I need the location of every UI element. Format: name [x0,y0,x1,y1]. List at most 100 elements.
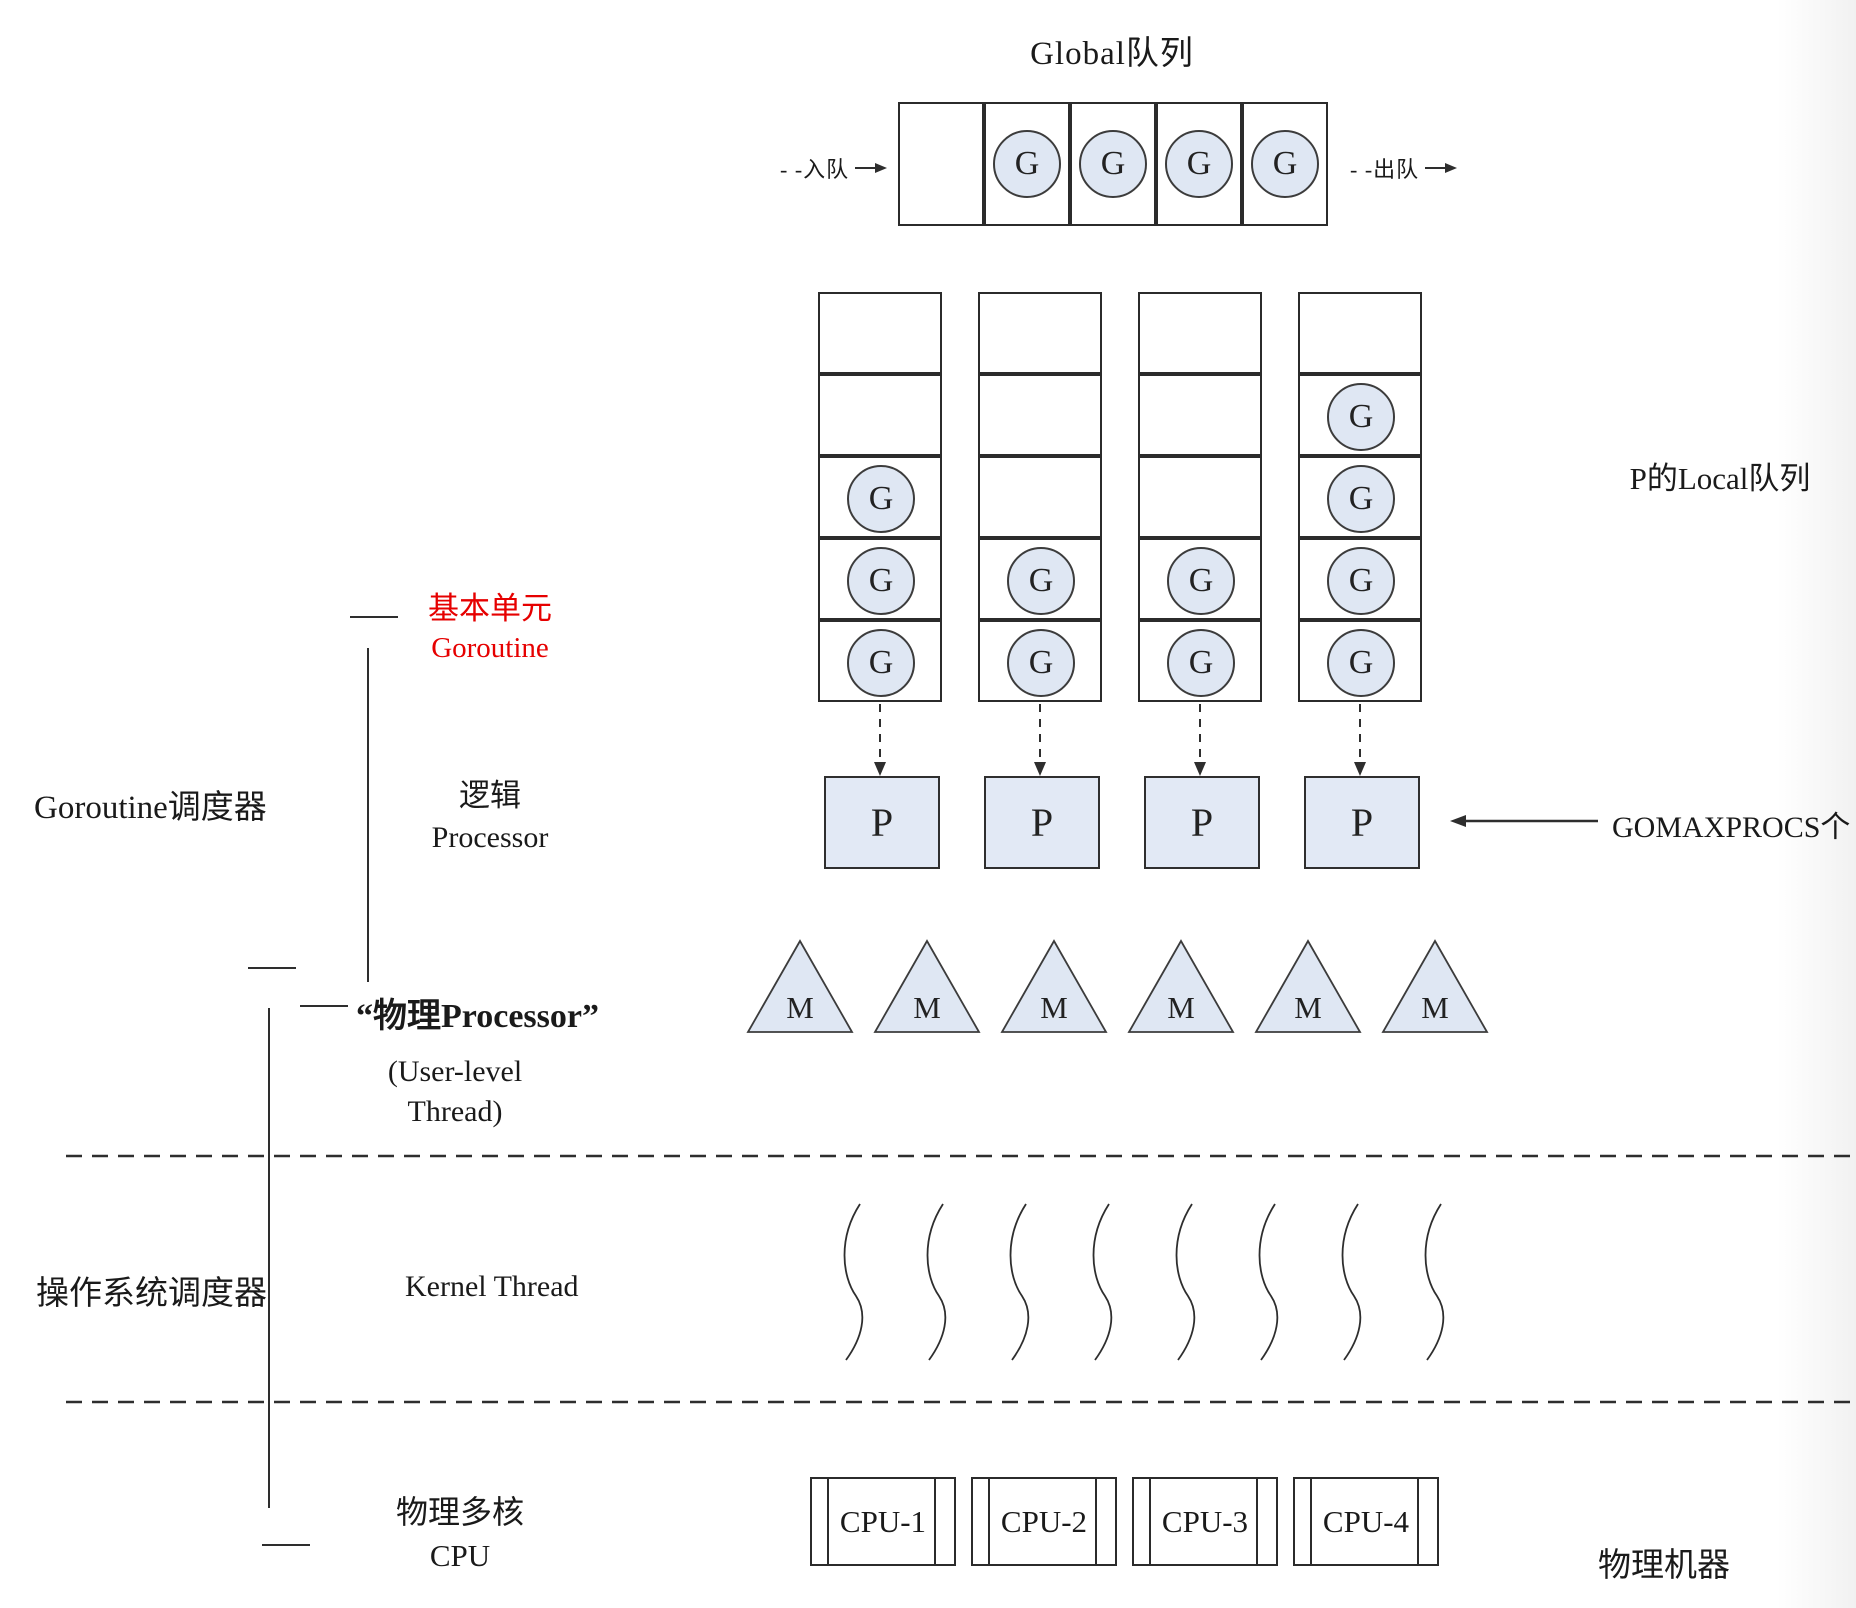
local-queue-cell [818,292,942,374]
svg-text:M: M [913,990,941,1025]
kernel-thread-wave [1258,1203,1279,1361]
kernel-thread-wave [926,1203,947,1361]
physical-cpu-line1: 物理多核 [395,1494,524,1530]
processor-box: P [824,776,940,869]
os-scheduler-label: 操作系统调度器 [36,1276,267,1312]
goroutine-node: G [847,465,915,533]
cpu-box: CPU-4 [1293,1477,1439,1566]
cpu-label: CPU-2 [1000,1503,1088,1539]
machine-thread-triangle: M [1254,939,1362,1033]
cpu-box-inner-line [1256,1479,1258,1564]
goroutine-node: G [1007,547,1075,615]
goroutine-node: G [993,130,1061,198]
local-queue-cell [1138,374,1262,456]
cpu-box-inner-line [934,1479,936,1564]
local-queue-cell: G [1298,620,1422,702]
local-queue-label: P的Local队列 [1629,461,1811,496]
local-queue-cell: G [818,456,942,538]
local-queue-cell: G [978,620,1102,702]
basic-unit-line2: Goroutine [431,632,549,664]
goroutine-node: G [1327,383,1395,451]
user-level-line2: Thread) [407,1095,503,1128]
global-queue-cell: G [1242,102,1328,226]
bracket-tick-physical-processor [300,1005,348,1007]
svg-text:M: M [786,990,814,1025]
physical-machine-label: 物理机器 [1598,1548,1730,1584]
separator-dashed-bottom [66,1400,1856,1404]
machine-thread-triangle: M [746,939,854,1033]
page-edge-shading [1776,0,1856,1608]
goroutine-node: G [1327,465,1395,533]
bracket-line-upper [367,648,369,982]
queue-to-p-dashed-arrow [1354,704,1366,776]
bracket-tick-bottom [262,1544,310,1546]
local-queue-cell [1298,292,1422,374]
local-queue-cell [818,374,942,456]
global-queue-cell: G [1070,102,1156,226]
bracket-line-lower [268,1008,270,1508]
cpu-label: CPU-4 [1322,1503,1410,1539]
goroutine-node: G [1167,629,1235,697]
local-queue-cell: G [978,538,1102,620]
kernel-thread-wave [1009,1203,1030,1361]
machine-thread-triangle: M [1000,939,1108,1033]
cpu-box-inner-line [827,1479,829,1564]
dequeue-text: - -出队 [1350,157,1420,182]
local-queue-cell: G [818,620,942,702]
local-queue-cell: G [1138,538,1262,620]
global-queue-cell: G [984,102,1070,226]
cpu-box: CPU-1 [810,1477,956,1566]
global-queue-cell [898,102,984,226]
cpu-box-inner-line [1310,1479,1312,1564]
svg-text:M: M [1294,990,1322,1025]
cpu-box-inner-line [1149,1479,1151,1564]
kernel-thread-wave [1341,1203,1362,1361]
local-queue-cell: G [818,538,942,620]
svg-text:M: M [1421,990,1449,1025]
svg-text:M: M [1040,990,1068,1025]
kernel-thread-wave [1175,1203,1196,1361]
local-queue-cell: G [1298,456,1422,538]
local-queue-cell [978,374,1102,456]
logical-processor-line2: Processor [431,821,549,854]
gomaxprocs-label: GOMAXPROCS个 [1612,811,1851,844]
physical-processor-label: “物理Processor” [356,998,599,1035]
global-queue-title: Global队列 [1030,36,1194,72]
local-queue-cell: G [1298,538,1422,620]
machine-thread-triangle: M [873,939,981,1033]
kernel-thread-wave [1424,1203,1445,1361]
local-queue-cell [978,456,1102,538]
bracket-tick-middle [248,967,296,969]
kernel-thread-label: Kernel Thread [405,1270,579,1303]
goroutine-node: G [1079,130,1147,198]
kernel-thread-wave [1092,1203,1113,1361]
goroutine-node: G [1007,629,1075,697]
kernel-thread-wave [843,1203,864,1361]
cpu-label: CPU-1 [839,1503,927,1539]
goroutine-node: G [1327,547,1395,615]
local-queue-cell [1138,292,1262,374]
physical-cpu-line2: CPU [429,1538,491,1573]
enqueue-label: - -入队 [780,152,889,184]
goroutine-node: G [847,629,915,697]
dequeue-label: - -出队 [1350,152,1459,184]
bracket-tick-top [350,616,398,618]
local-queue-cell: G [1138,620,1262,702]
global-queue-cell: G [1156,102,1242,226]
physical-cpu-label: 物理多核 CPU [370,1487,550,1574]
cpu-box: CPU-3 [1132,1477,1278,1566]
basic-unit-line1: 基本单元 [428,591,552,626]
processor-box: P [1304,776,1420,869]
machine-thread-triangle: M [1381,939,1489,1033]
svg-text:M: M [1167,990,1195,1025]
processor-box: P [1144,776,1260,869]
cpu-box-inner-line [1417,1479,1419,1564]
separator-dashed-top [66,1154,1856,1158]
logical-processor-line1: 逻辑 [459,778,521,813]
user-level-thread-label: (User-level Thread) [345,1055,565,1129]
queue-to-p-dashed-arrow [874,704,886,776]
